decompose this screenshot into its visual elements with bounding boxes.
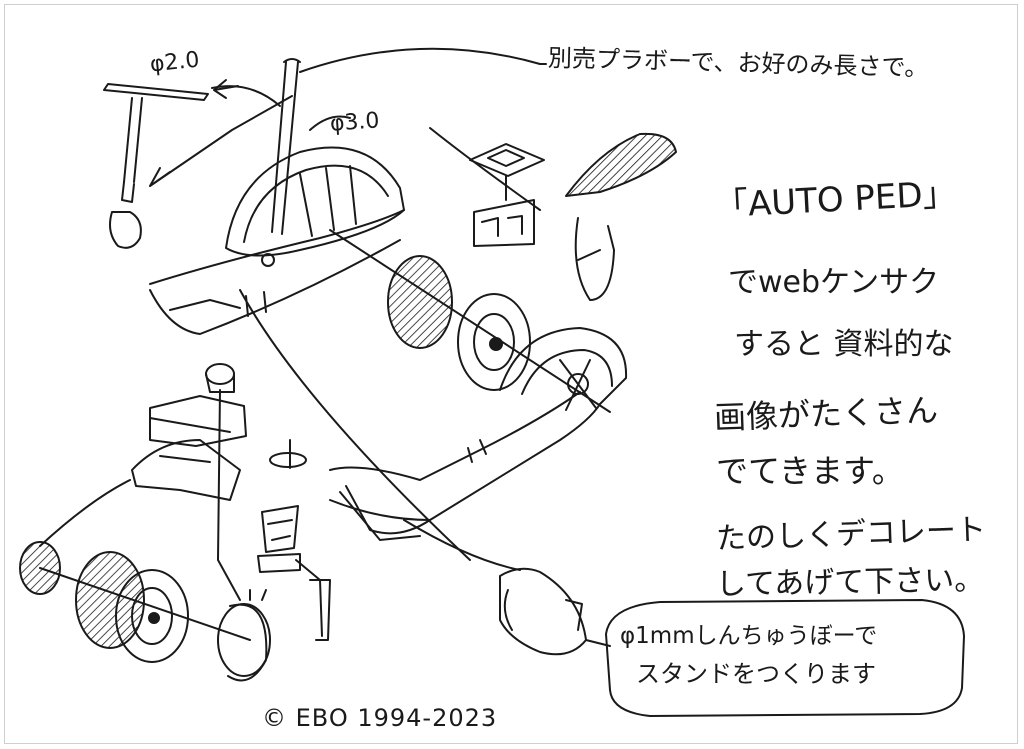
main-note-line-4: 画像がたくさん [713, 391, 939, 437]
rear-fender [499, 327, 628, 411]
handlebar-rod [103, 79, 281, 249]
stand-note-leader [585, 639, 611, 647]
rod-large-label: φ3.0 [329, 108, 381, 137]
lower-wheels [19, 479, 271, 682]
copyright-text: © EBO 1994-2023 [262, 704, 498, 732]
hub-parts [257, 439, 331, 641]
steering-column [149, 47, 541, 235]
main-deck [239, 289, 601, 561]
seat-parts [469, 143, 545, 247]
main-note-line-5: でてきます。 [716, 452, 904, 490]
stand-note-bubble [605, 599, 965, 717]
lamp-assembly [131, 363, 247, 601]
main-note-line-2: でwebケンサク [728, 265, 940, 300]
sheet-border [4, 4, 1018, 744]
stand-note-line-1: φ1mmしんちゅうぼーで [620, 623, 878, 649]
stand-part [403, 519, 587, 656]
stand-note-line-2: スタンドをつくります [636, 660, 876, 688]
tail-parts [429, 127, 677, 301]
main-note-line-3: すると 資料的な [734, 327, 954, 362]
front-fender [149, 146, 405, 335]
center-wheels [329, 229, 611, 413]
rod-small-label: φ2.0 [148, 47, 201, 78]
main-note-line-7: してあげて下さい。 [715, 562, 985, 603]
